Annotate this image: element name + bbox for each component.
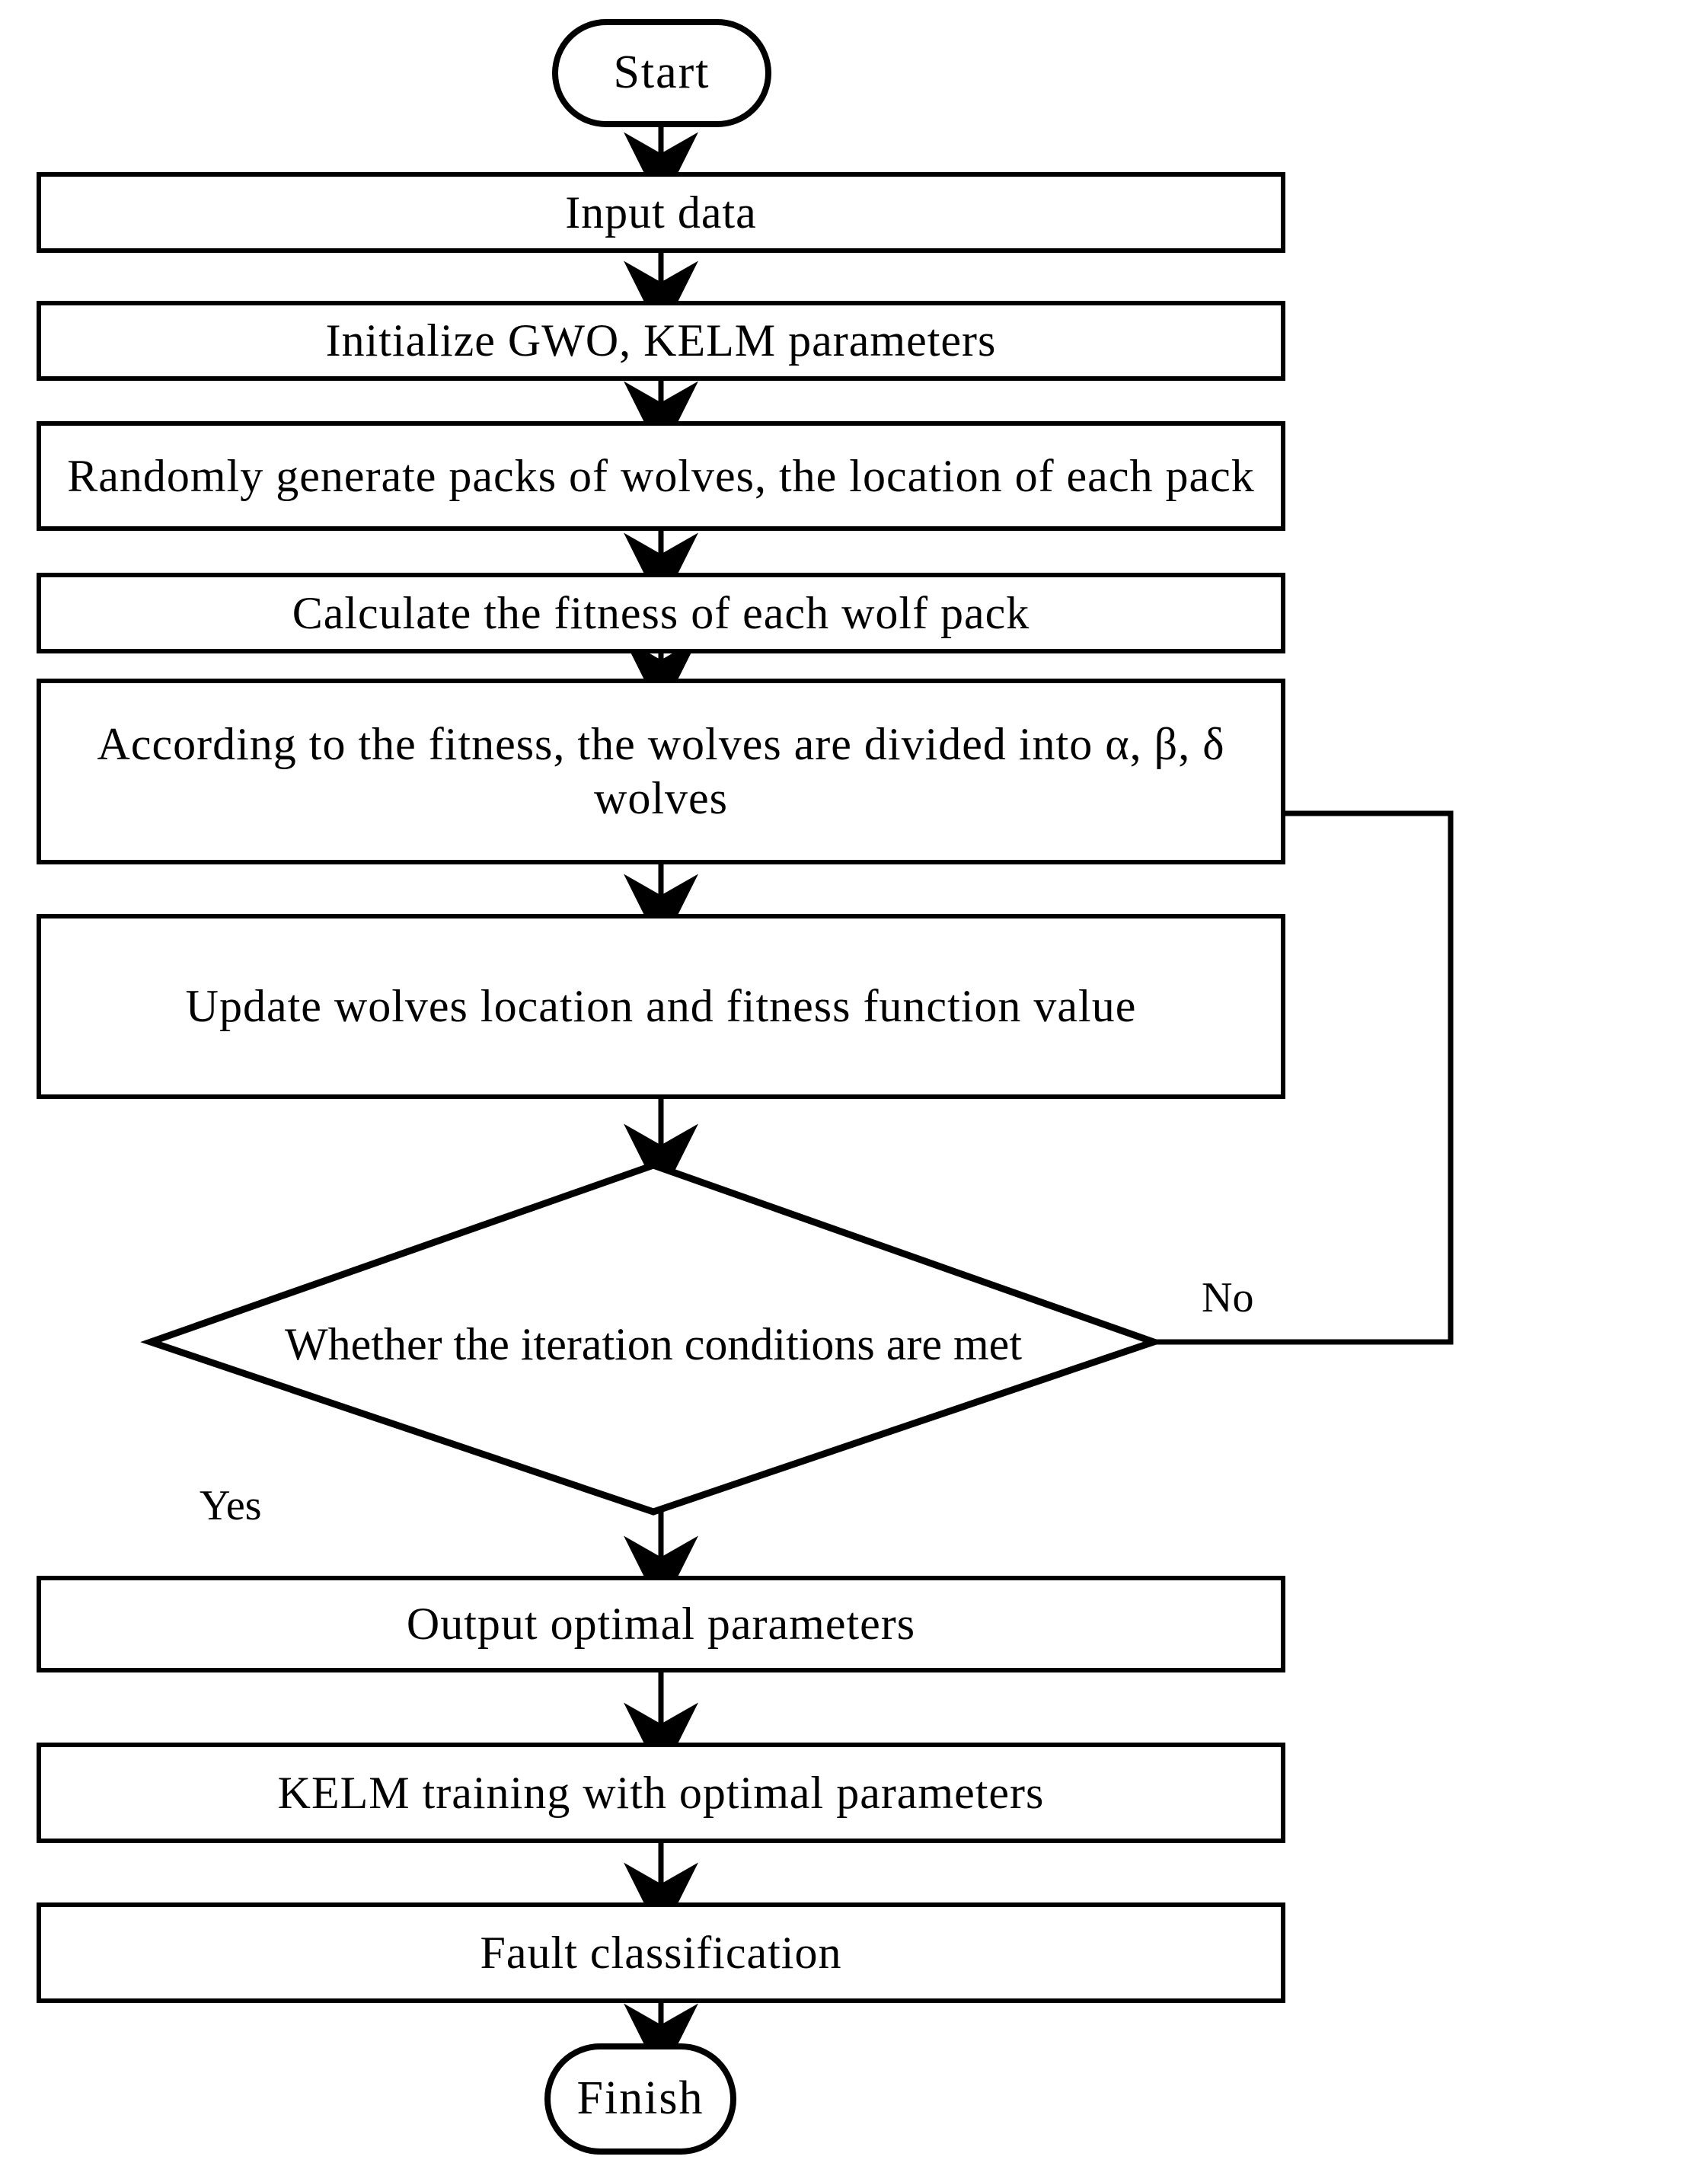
edge-label-yes-text: Yes (200, 1482, 262, 1529)
node-update-wolves-label: Update wolves location and fitness funct… (185, 981, 1137, 1032)
node-generate-wolf-packs[interactable]: Randomly generate packs of wolves, the l… (37, 421, 1285, 531)
node-finish[interactable]: Finish (544, 2043, 736, 2155)
node-update-wolves[interactable]: Update wolves location and fitness funct… (37, 914, 1285, 1099)
node-divide-wolves[interactable]: According to the fitness, the wolves are… (37, 679, 1285, 864)
node-start[interactable]: Start (552, 19, 771, 127)
node-fault-classification[interactable]: Fault classification (37, 1902, 1285, 2003)
node-finish-label: Finish (576, 2072, 704, 2125)
edge-label-no-text: No (1202, 1274, 1254, 1321)
node-divide-wolves-label: According to the fitness, the wolves are… (97, 719, 1225, 823)
node-input-data[interactable]: Input data (37, 172, 1285, 253)
node-iteration-decision-label: Whether the iteration conditions are met (285, 1318, 1022, 1369)
node-generate-wolf-packs-label: Randomly generate packs of wolves, the l… (67, 450, 1255, 501)
node-fault-classification-label: Fault classification (480, 1927, 842, 1978)
node-kelm-training[interactable]: KELM training with optimal parameters (37, 1743, 1285, 1843)
edge-label-yes: Yes (200, 1481, 261, 1530)
decision-diamond (140, 1161, 1164, 1516)
node-calculate-fitness[interactable]: Calculate the fitness of each wolf pack (37, 573, 1285, 653)
node-start-label: Start (613, 46, 710, 99)
node-output-optimal-parameters-label: Output optimal parameters (406, 1599, 916, 1650)
node-initialize-parameters-label: Initialize GWO, KELM parameters (325, 315, 997, 366)
node-iteration-decision[interactable]: Whether the iteration conditions are met (273, 1249, 1034, 1439)
node-kelm-training-label: KELM training with optimal parameters (277, 1767, 1045, 1818)
node-initialize-parameters[interactable]: Initialize GWO, KELM parameters (37, 301, 1285, 381)
edge-label-no: No (1202, 1273, 1253, 1322)
node-calculate-fitness-label: Calculate the fitness of each wolf pack (292, 587, 1030, 638)
node-output-optimal-parameters[interactable]: Output optimal parameters (37, 1576, 1285, 1672)
node-input-data-label: Input data (565, 187, 757, 238)
